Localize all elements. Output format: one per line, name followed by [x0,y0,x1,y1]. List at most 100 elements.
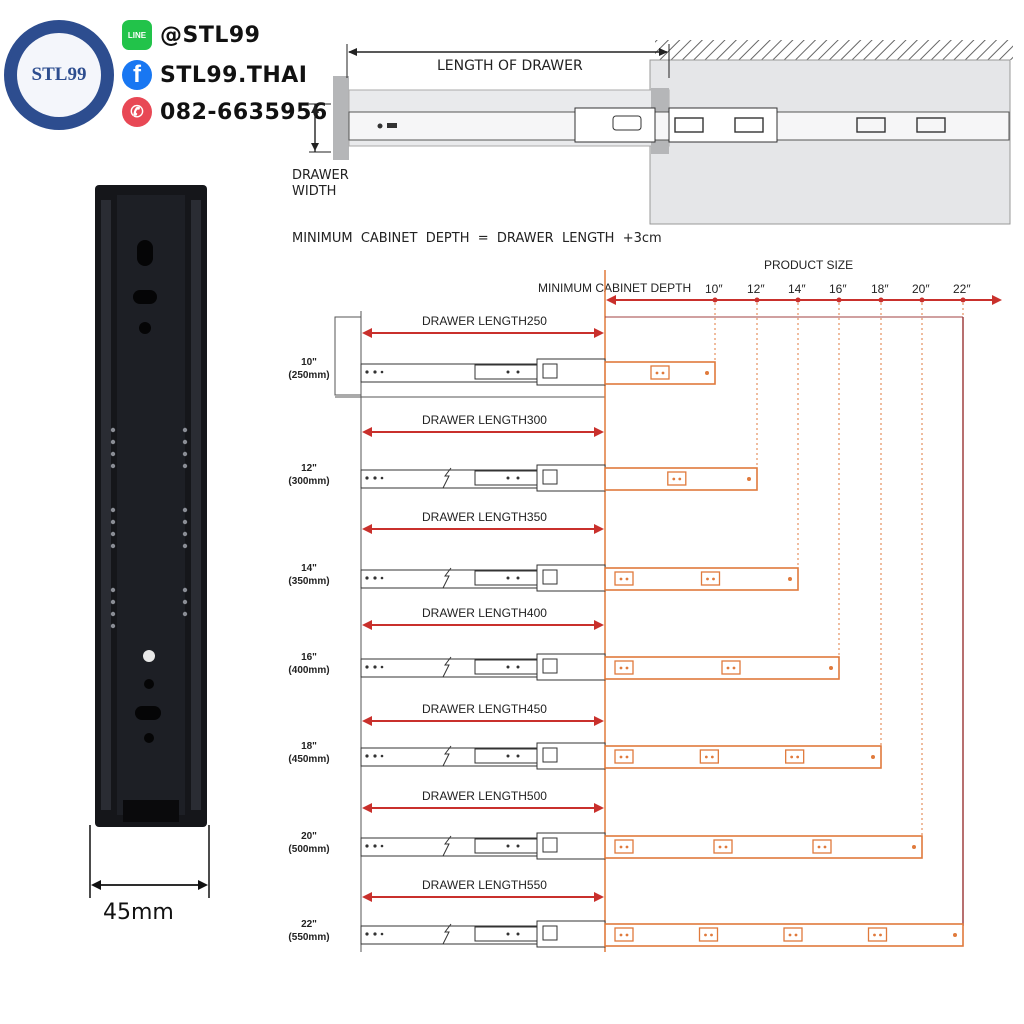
drawer-length-label-6: DRAWER LENGTH550 [422,878,547,892]
mount-bracket-6-1 [698,927,719,942]
line-handle: @STL99 [160,22,261,48]
product-size-arrow-left [606,295,616,305]
slide-lock-icon-6 [542,925,558,941]
drawer-width-caption-1: DRAWER [292,168,349,183]
slide-hole-a-5 [365,844,369,848]
row-inch-5: 20" [301,831,317,842]
slide-hole-c-5 [380,844,384,848]
mount-bracket-hole-a-6-2 [788,933,792,937]
drawer-length-label-0: DRAWER LENGTH250 [422,314,547,328]
row-mm-5: (500mm) [288,844,329,855]
slide-lock-block-1 [536,464,606,492]
slide-hole-d-1 [506,476,510,480]
slide-break-mark-1 [442,467,452,489]
phone-icon: ✆ [122,97,152,127]
mount-bracket-6-0 [614,927,634,942]
drawer-length-arrow-right-4 [594,716,604,726]
line-icon: LINE [122,20,152,50]
slide-lock-icon-3 [542,658,558,674]
slide-hole-e-5 [516,844,520,848]
slide-hole-e-1 [516,476,520,480]
facebook-contact: f STL99.THAI [122,59,307,91]
mount-bracket-2-0 [614,571,634,586]
drawer-length-arrow-left-6 [362,892,372,902]
size-tick-2 [795,297,801,303]
slide-middle-member-4 [474,748,538,764]
mount-bracket-hole-a-4-0 [619,755,623,759]
mount-bracket-hole-b-6-1 [710,933,713,937]
facebook-icon: f [122,60,152,90]
logo-text: STL99 [31,64,87,85]
mount-bracket-3-1 [721,660,741,675]
row-inch-1: 12" [301,463,317,474]
slide-end-hole-3 [829,666,833,670]
mount-bracket-hole-a-2-1 [706,577,709,581]
size-label-4: 18″ [871,282,889,296]
mount-bracket-hole-a-6-1 [704,933,707,937]
drawer-length-arrow-right-3 [594,620,604,630]
drawer-length-label-4: DRAWER LENGTH450 [422,702,547,716]
slide-hole-e-2 [516,576,520,580]
facebook-name: STL99.THAI [160,62,308,88]
mount-bracket-hole-b-6-2 [794,933,798,937]
mount-bracket-0-0 [650,365,670,380]
slide-middle-member-6 [474,926,538,942]
mount-bracket-hole-a-4-1 [704,755,708,759]
slide-hole-a-3 [365,665,369,669]
slide-hole-b-5 [373,844,377,848]
row-inch-2: 14" [301,563,317,574]
mount-bracket-hole-b-4-2 [796,755,800,759]
slide-hole-d-4 [506,754,510,758]
mount-bracket-hole-b-4-0 [625,755,629,759]
mount-bracket-hole-a-6-0 [619,933,623,937]
mount-bracket-hole-b-2-1 [712,577,715,581]
rail-ball-bearings [110,427,188,629]
slide-hole-e-3 [516,665,520,669]
slide-lock-icon-1 [542,469,558,485]
mount-bracket-hole-b-3-1 [732,666,736,670]
mount-bracket-hole-b-5-1 [724,845,728,849]
mount-bracket-hole-b-6-0 [625,933,629,937]
slide-hole-c-4 [380,754,384,758]
slide-hole-c-3 [380,665,384,669]
drawer-length-arrow-left-0 [362,328,372,338]
slide-lock-block-5 [536,832,606,860]
row-mm-2: (350mm) [288,576,329,587]
slide-lock-icon-0 [542,363,558,379]
size-label-2: 14″ [788,282,806,296]
cabinet-top [655,40,1013,60]
slide-hole-b-1 [373,476,377,480]
mount-bracket-hole-a-2-0 [619,577,623,581]
slide-end-hole-0 [705,371,709,375]
mount-bracket-hole-a-0-0 [655,371,659,375]
drawer-slide-rail [89,185,210,898]
phone-number: 082-6635956 [160,99,328,125]
product-size-arrow-right [992,295,1002,305]
mount-bracket-hole-a-5-2 [817,845,821,849]
mount-bracket-hole-a-4-2 [790,755,794,759]
slide-end-hole-1 [747,477,751,481]
drawer-length-arrow-right-1 [594,427,604,437]
slide-lock-icon-5 [542,837,558,853]
mount-bracket-4-1 [699,749,719,764]
mount-bracket-hole-b-5-0 [625,845,629,849]
mount-bracket-hole-b-0-0 [661,371,665,375]
size-label-3: 16″ [829,282,847,296]
drawer-length-arrow-left-5 [362,803,372,813]
slide-hole-b-4 [373,754,377,758]
row-inch-6: 22" [301,919,317,930]
size-tick-0 [712,297,718,303]
drawer-length-label-5: DRAWER LENGTH500 [422,789,547,803]
row-inch-4: 18" [301,741,317,752]
slide-hole-a-4 [365,754,369,758]
slide-lock-icon-2 [542,569,558,585]
slide-hole-d-6 [506,932,510,936]
drawer-length-label-3: DRAWER LENGTH400 [422,606,547,620]
slide-hole-a-2 [365,576,369,580]
mount-bracket-hole-a-3-0 [619,666,623,670]
slide-break-mark-6 [442,923,452,945]
slide-hole-a-1 [365,476,369,480]
slide-hole-a-0 [365,370,369,374]
mount-bracket-hole-b-5-2 [823,845,827,849]
cabinet-side-outline [334,316,362,396]
